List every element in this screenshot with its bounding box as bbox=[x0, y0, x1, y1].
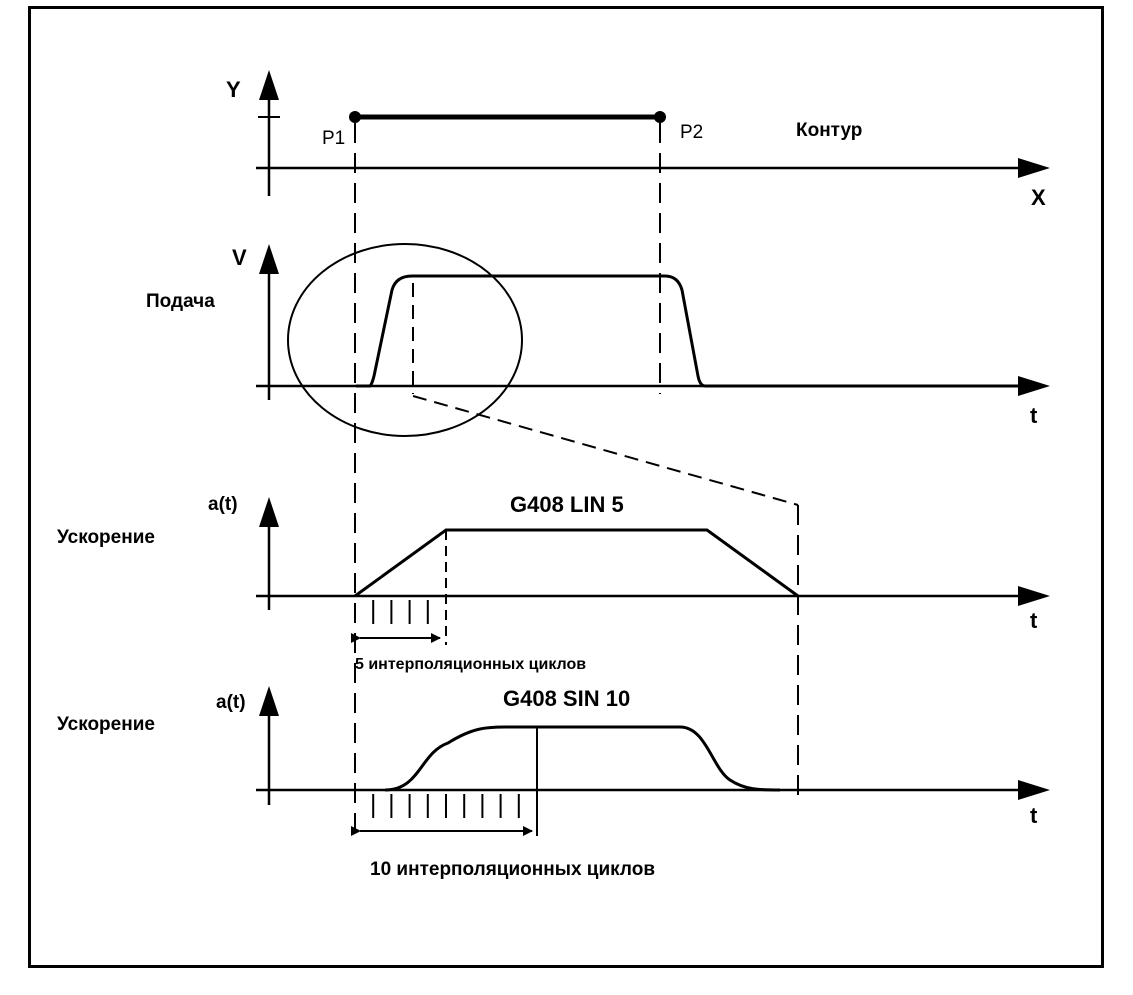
accel-sin-mode: G408 SIN 10 bbox=[503, 686, 630, 711]
accel-sin-title: Ускорение bbox=[57, 714, 155, 735]
point-p1-marker bbox=[349, 111, 361, 123]
point-p2-marker bbox=[654, 111, 666, 123]
contour-x-label: X bbox=[1031, 185, 1046, 210]
contour-title: Контур bbox=[796, 120, 862, 141]
feed-t-label: t bbox=[1030, 403, 1038, 428]
point-p2-label: P2 bbox=[680, 122, 703, 143]
zoom-ellipse bbox=[287, 243, 523, 437]
feed-y-arrowhead bbox=[259, 244, 279, 274]
accel-sin-cycles-label: 10 интерполяционных циклов bbox=[370, 859, 655, 880]
accel-lin-y-label: a(t) bbox=[208, 494, 238, 515]
accel-lin-panel: a(t) t Ускорение G408 LIN 5 5 интерполяц… bbox=[57, 492, 1050, 673]
feed-velocity-curve bbox=[356, 274, 1018, 388]
guide-lines bbox=[354, 123, 799, 835]
accel-lin-t-label: t bbox=[1030, 608, 1038, 633]
contour-y-label: Y bbox=[226, 77, 241, 102]
accel-sin-panel: a(t) t Ускорение G408 SIN 10 10 интерпол… bbox=[57, 686, 1050, 880]
accel-sin-y-label: a(t) bbox=[216, 692, 246, 713]
accel-sin-cycle-ticks bbox=[372, 794, 520, 818]
feed-t-arrowhead bbox=[1018, 376, 1050, 396]
accel-sin-t-label: t bbox=[1030, 803, 1038, 828]
accel-lin-y-arrowhead bbox=[259, 497, 279, 527]
accel-sin-curve bbox=[384, 725, 781, 792]
point-p1-label: P1 bbox=[322, 128, 345, 149]
feed-panel: V t Подача bbox=[146, 243, 1050, 506]
accel-lin-cycle-ticks bbox=[372, 600, 429, 624]
accel-lin-t-arrowhead bbox=[1018, 586, 1050, 606]
accel-lin-curve bbox=[354, 528, 799, 598]
accel-sin-t-arrowhead bbox=[1018, 780, 1050, 800]
feed-title: Подача bbox=[146, 291, 215, 312]
accel-lin-mode: G408 LIN 5 bbox=[510, 492, 624, 517]
zoom-connector-dashed bbox=[412, 395, 799, 506]
accel-sin-y-arrowhead bbox=[259, 686, 279, 716]
contour-x-arrowhead bbox=[1018, 158, 1050, 178]
feed-y-label: V bbox=[232, 245, 247, 270]
contour-panel: Y X P1 P2 Контур bbox=[226, 70, 1050, 210]
accel-lin-title: Ускорение bbox=[57, 527, 155, 548]
accel-lin-cycles-label: 5 интерполяционных циклов bbox=[355, 656, 586, 673]
contour-y-arrowhead bbox=[259, 70, 279, 100]
diagram-frame bbox=[28, 6, 1104, 968]
